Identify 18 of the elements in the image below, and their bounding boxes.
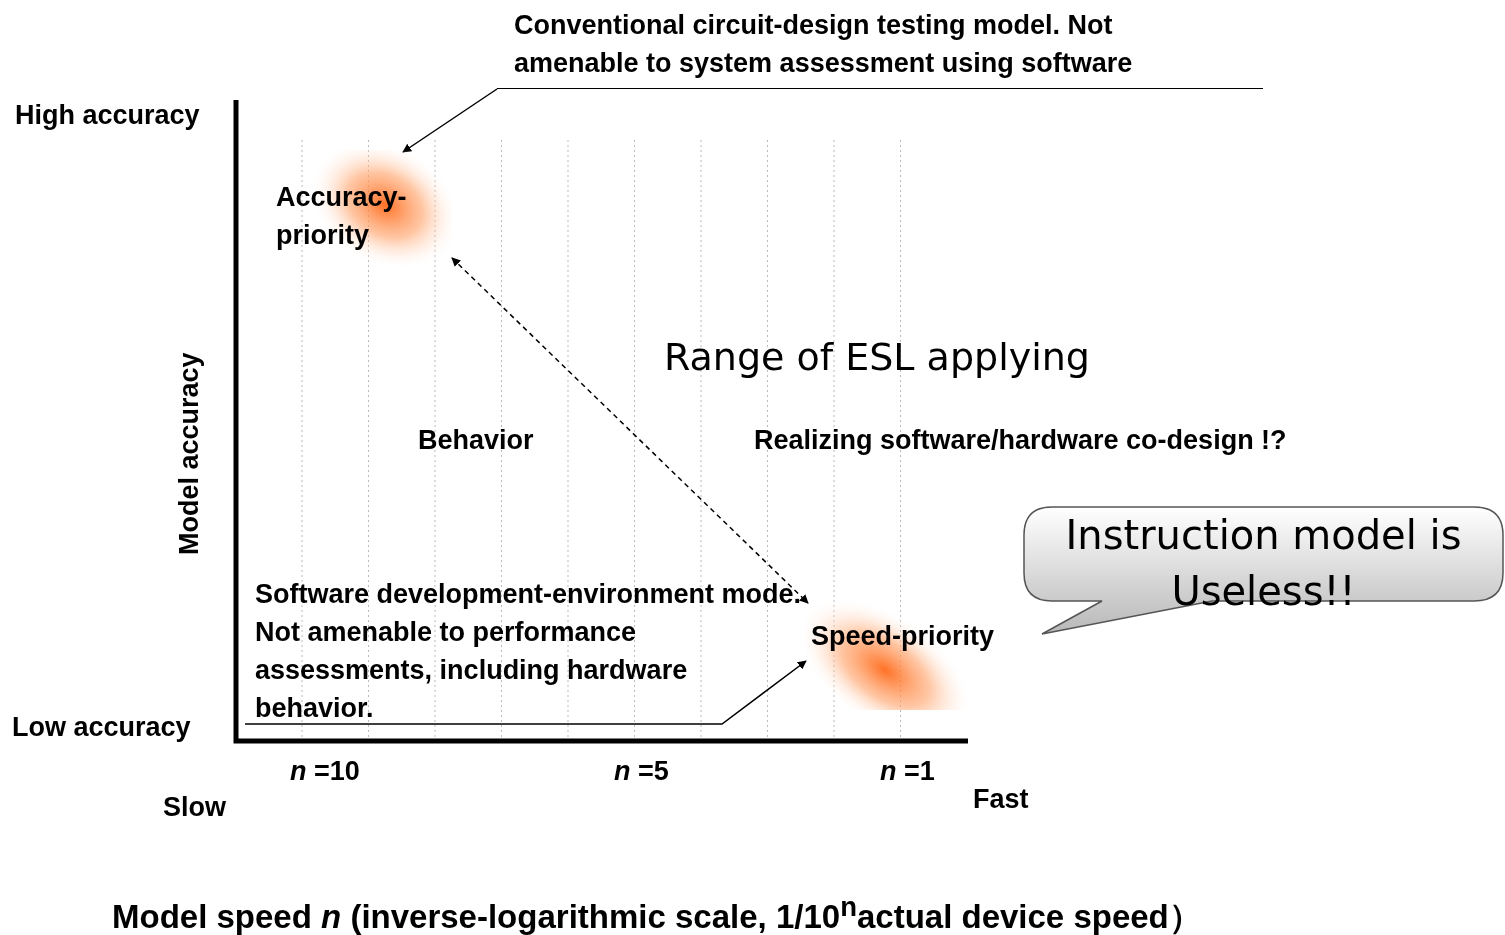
region-label: Realizing software/hardware co-design !? xyxy=(754,424,1287,457)
arrow xyxy=(451,257,809,604)
speech-bubble: Instruction model is Useless!! xyxy=(1022,505,1505,636)
leader-line xyxy=(244,660,807,725)
tick-label: n =5 xyxy=(614,755,669,788)
callout-text: Conventional circuit-design testing model. Not amenable to system assessment using software xyxy=(497,4,1263,89)
region-label: Behavior xyxy=(418,424,534,457)
tick-label: n =10 xyxy=(290,755,360,788)
axis-label: Low accuracy xyxy=(12,711,191,744)
axis-label: Slow xyxy=(163,791,226,824)
leader-line xyxy=(402,88,498,153)
axis-title: Model accuracy xyxy=(173,352,205,555)
axis-title: Model speed n (inverse-logarithmic scale, 1/10$^{n}$actual device speed） xyxy=(112,890,1202,935)
callout-text: Software development-environment mode. Not amenable to performance assessments, including hardware behavior. xyxy=(253,575,803,724)
tick-label: n =1 xyxy=(880,755,935,788)
axis-label: High accuracy xyxy=(15,99,200,132)
axis-label: Fast xyxy=(973,783,1029,816)
region-label: Range of ESL applying xyxy=(664,334,1090,381)
